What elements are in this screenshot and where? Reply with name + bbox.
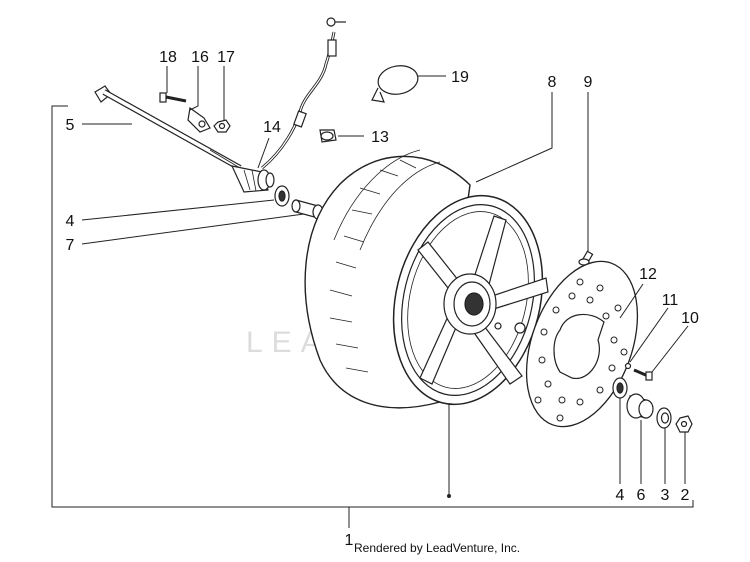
cable-clip-13 [319,129,337,143]
callout-11: 11 [662,292,679,309]
callout-2: 2 [681,487,690,504]
spring-clip-19 [371,65,419,103]
assembly-bracket [51,105,694,528]
nut-2 [675,415,693,433]
leader-lines [81,66,689,498]
oil-seal-3 [656,407,672,429]
washer-11 [624,362,632,370]
callout-4-left: 4 [66,213,75,230]
callout-7: 7 [66,237,75,254]
callout-14: 14 [263,119,281,136]
clip-16 [187,106,211,133]
spacer-7 [291,199,324,220]
callout-18: 18 [159,49,177,66]
rendered-by-credit: Rendered by LeadVenture, Inc. [354,541,521,555]
axle [94,85,242,171]
disc-screw-10 [633,368,653,381]
brake-disc [525,260,639,428]
wheel-tyre [304,149,549,409]
valve-9 [578,250,594,266]
callout-9: 9 [584,74,593,91]
callout-8: 8 [548,74,557,91]
callout-3: 3 [661,487,670,504]
callout-6: 6 [637,487,646,504]
callout-17: 17 [217,49,235,66]
bearing-left [274,185,290,207]
bearing-right [612,377,628,399]
callout-labels: 1 2 3 4 6 4 5 7 8 9 10 11 12 13 14 16 17… [66,49,699,549]
callout-16: 16 [191,49,209,66]
callout-12: 12 [639,266,657,283]
callout-19: 19 [451,69,469,86]
callout-10: 10 [681,310,699,327]
screw-18 [159,92,187,103]
callout-4-right: 4 [616,487,625,504]
callout-13: 13 [371,129,389,146]
nut-17 [213,119,231,133]
spacer-6 [626,393,654,419]
callout-1: 1 [345,532,354,549]
callout-5: 5 [66,117,75,134]
speedometer-drive [230,17,346,193]
